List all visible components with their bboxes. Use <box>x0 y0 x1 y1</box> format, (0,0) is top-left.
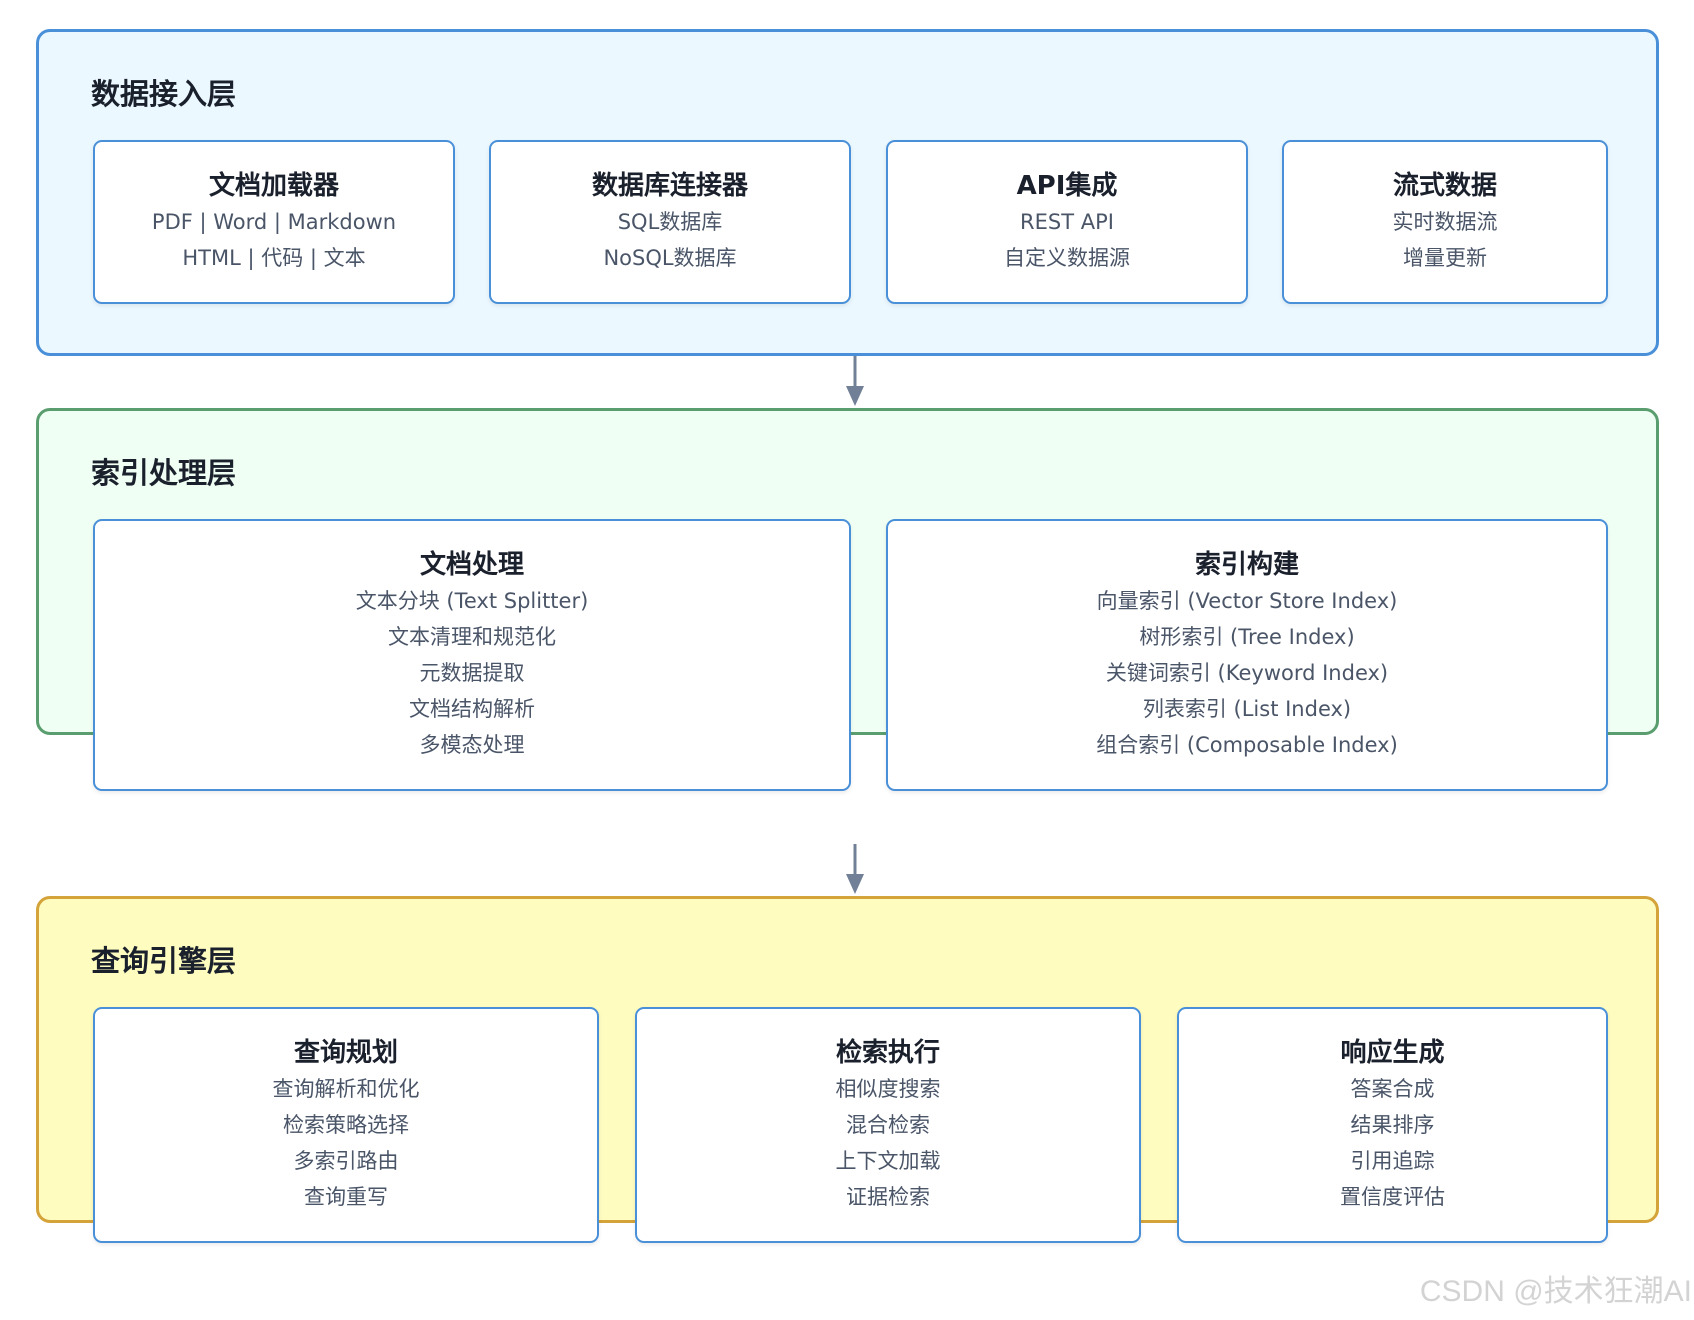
card-line: 向量索引 (Vector Store Index) <box>1096 589 1398 613</box>
card-lines: 文本分块 (Text Splitter) 文本清理和规范化 元数据提取 文档结构… <box>95 583 849 763</box>
card-title: API集成 <box>1016 171 1118 201</box>
layer-title: 索引处理层 <box>91 456 237 490</box>
watermark: CSDN @技术狂潮AI <box>1419 1275 1692 1308</box>
card-lines: 向量索引 (Vector Store Index) 树形索引 (Tree Ind… <box>888 583 1606 763</box>
card-line: REST API <box>1020 210 1114 234</box>
card-title: 数据库连接器 <box>591 171 748 201</box>
card-line: 检索策略选择 <box>283 1113 409 1137</box>
card-line: 自定义数据源 <box>1004 246 1130 270</box>
card-title: 检索执行 <box>835 1038 940 1068</box>
card-title: 索引构建 <box>1194 550 1299 580</box>
card-line: 置信度评估 <box>1340 1185 1445 1209</box>
card-line: 文本分块 (Text Splitter) <box>355 589 589 613</box>
card-title: 流式数据 <box>1392 171 1497 201</box>
card-lines: PDF | Word | Markdown HTML | 代码 | 文本 <box>95 204 453 276</box>
layer-data-ingestion: 数据接入层 文档加载器 PDF | Word | Markdown HTML |… <box>36 29 1659 356</box>
card-retrieval-execution: 检索执行 相似度搜索 混合检索 上下文加载 证据检索 <box>635 1007 1141 1243</box>
card-query-planning: 查询规划 查询解析和优化 检索策略选择 多索引路由 查询重写 <box>93 1007 599 1243</box>
card-line: 答案合成 <box>1350 1077 1435 1101</box>
card-line: 多模态处理 <box>419 733 525 757</box>
down-arrow-icon <box>846 844 864 894</box>
card-line: 多索引路由 <box>293 1149 399 1173</box>
card-line: NoSQL数据库 <box>603 246 737 270</box>
card-line: 树形索引 (Tree Index) <box>1139 625 1355 649</box>
card-line: 实时数据流 <box>1392 210 1498 234</box>
layer-index-processing: 索引处理层 文档处理 文本分块 (Text Splitter) 文本清理和规范化… <box>36 408 1659 791</box>
card-title: 文档加载器 <box>208 171 339 201</box>
card-streaming-data: 流式数据 实时数据流 增量更新 <box>1282 140 1608 304</box>
layer-query-engine: 查询引擎层 查询规划 查询解析和优化 检索策略选择 多索引路由 查询重写 检索执… <box>36 896 1659 1243</box>
card-line: PDF | Word | Markdown <box>151 210 397 234</box>
down-arrow-icon <box>846 356 864 406</box>
card-title: 查询规划 <box>293 1038 398 1068</box>
card-line: 上下文加载 <box>835 1149 941 1173</box>
card-lines: 实时数据流 增量更新 <box>1284 204 1606 276</box>
card-line: 混合检索 <box>846 1113 930 1137</box>
card-line: 列表索引 (List Index) <box>1142 697 1352 721</box>
card-line: 相似度搜索 <box>835 1077 941 1101</box>
card-lines: REST API 自定义数据源 <box>888 204 1246 276</box>
card-line: 引用追踪 <box>1350 1149 1435 1173</box>
card-line: 文本清理和规范化 <box>388 625 556 649</box>
card-line: 证据检索 <box>846 1185 930 1209</box>
card-line: 增量更新 <box>1403 246 1487 270</box>
card-title: 文档处理 <box>419 550 524 580</box>
layer-title: 数据接入层 <box>91 77 237 111</box>
card-api-integration: API集成 REST API 自定义数据源 <box>886 140 1248 304</box>
card-document-processing: 文档处理 文本分块 (Text Splitter) 文本清理和规范化 元数据提取… <box>93 519 851 791</box>
card-lines: 查询解析和优化 检索策略选择 多索引路由 查询重写 <box>95 1071 597 1215</box>
card-index-building: 索引构建 向量索引 (Vector Store Index) 树形索引 (Tre… <box>886 519 1608 791</box>
card-line: 结果排序 <box>1350 1113 1435 1137</box>
card-title: 响应生成 <box>1340 1038 1445 1068</box>
card-line: 查询解析和优化 <box>272 1077 420 1101</box>
card-lines: 答案合成 结果排序 引用追踪 置信度评估 <box>1179 1071 1606 1215</box>
card-line: SQL数据库 <box>617 210 723 234</box>
card-line: 关键词索引 (Keyword Index) <box>1105 661 1389 685</box>
card-line: 查询重写 <box>304 1185 388 1209</box>
layer-title: 查询引擎层 <box>91 944 237 978</box>
card-lines: SQL数据库 NoSQL数据库 <box>491 204 849 276</box>
card-line: HTML | 代码 | 文本 <box>182 246 366 270</box>
card-line: 组合索引 (Composable Index) <box>1096 733 1398 757</box>
card-document-loader: 文档加载器 PDF | Word | Markdown HTML | 代码 | … <box>93 140 455 304</box>
card-lines: 相似度搜索 混合检索 上下文加载 证据检索 <box>637 1071 1139 1215</box>
card-line: 文档结构解析 <box>409 697 535 721</box>
card-database-connector: 数据库连接器 SQL数据库 NoSQL数据库 <box>489 140 851 304</box>
card-line: 元数据提取 <box>419 661 525 685</box>
card-response-generation: 响应生成 答案合成 结果排序 引用追踪 置信度评估 <box>1177 1007 1608 1243</box>
